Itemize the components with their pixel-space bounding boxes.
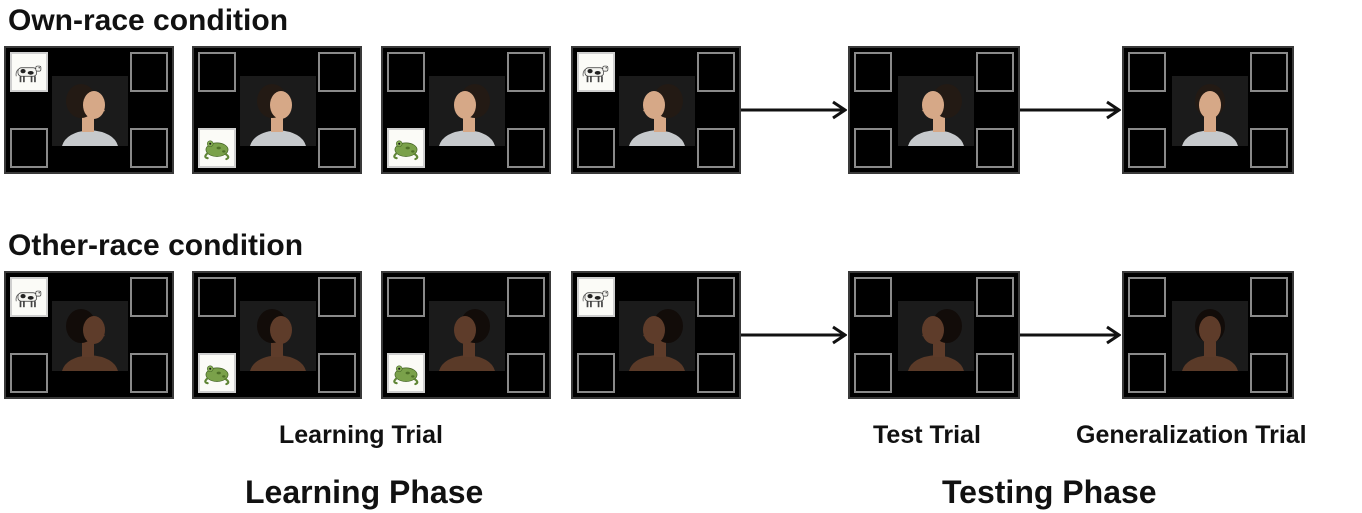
empty-slot <box>10 353 48 393</box>
cow-icon <box>577 277 615 317</box>
empty-slot <box>697 353 735 393</box>
empty-slot <box>10 128 48 168</box>
face-image <box>52 301 128 371</box>
trial-frame <box>571 46 741 174</box>
empty-slot <box>318 52 356 92</box>
empty-slot <box>976 277 1014 317</box>
trial-frame <box>381 271 551 399</box>
testing-phase-label: Testing Phase <box>942 474 1157 510</box>
other-race-condition-title: Other-race condition <box>8 229 304 262</box>
empty-slot <box>130 277 168 317</box>
face-image <box>429 301 505 371</box>
trial-frame <box>848 271 1020 399</box>
own-race-condition-title: Own-race condition <box>8 4 289 37</box>
empty-slot <box>1128 277 1166 317</box>
empty-slot <box>507 52 545 92</box>
empty-slot <box>198 277 236 317</box>
empty-slot <box>198 52 236 92</box>
empty-slot <box>976 353 1014 393</box>
generalization-trial-label: Generalization Trial <box>1076 421 1307 449</box>
empty-slot <box>507 277 545 317</box>
face-image <box>619 301 695 371</box>
frog-icon <box>198 128 236 168</box>
empty-slot <box>854 128 892 168</box>
empty-slot <box>1250 52 1288 92</box>
empty-slot <box>577 128 615 168</box>
empty-slot <box>1250 128 1288 168</box>
face-image <box>619 76 695 146</box>
face-image <box>429 76 505 146</box>
face-image <box>52 76 128 146</box>
face-image <box>1172 76 1248 146</box>
cow-icon <box>10 277 48 317</box>
arrow-right-icon <box>1020 100 1121 120</box>
arrow-right-icon <box>741 325 847 345</box>
empty-slot <box>697 128 735 168</box>
empty-slot <box>1128 52 1166 92</box>
empty-slot <box>507 353 545 393</box>
empty-slot <box>130 128 168 168</box>
trial-frame <box>4 271 174 399</box>
empty-slot <box>976 52 1014 92</box>
face-image <box>240 76 316 146</box>
arrow-right-icon <box>1020 325 1121 345</box>
empty-slot <box>1128 128 1166 168</box>
empty-slot <box>1250 277 1288 317</box>
arrow-right-icon <box>741 100 847 120</box>
empty-slot <box>854 52 892 92</box>
empty-slot <box>507 128 545 168</box>
empty-slot <box>318 353 356 393</box>
trial-frame <box>1122 46 1294 174</box>
learning-phase-label: Learning Phase <box>245 474 484 510</box>
empty-slot <box>976 128 1014 168</box>
cow-icon <box>577 52 615 92</box>
empty-slot <box>854 353 892 393</box>
cow-icon <box>10 52 48 92</box>
empty-slot <box>577 353 615 393</box>
empty-slot <box>697 52 735 92</box>
trial-frame <box>192 271 362 399</box>
empty-slot <box>854 277 892 317</box>
frog-icon <box>387 128 425 168</box>
trial-frame <box>571 271 741 399</box>
learning-trial-label: Learning Trial <box>279 421 443 449</box>
empty-slot <box>387 52 425 92</box>
empty-slot <box>1250 353 1288 393</box>
trial-frame <box>192 46 362 174</box>
frog-icon <box>198 353 236 393</box>
face-image <box>1172 301 1248 371</box>
empty-slot <box>130 52 168 92</box>
trial-frame <box>4 46 174 174</box>
trial-frame <box>1122 271 1294 399</box>
empty-slot <box>387 277 425 317</box>
empty-slot <box>697 277 735 317</box>
face-image <box>898 76 974 146</box>
frog-icon <box>387 353 425 393</box>
empty-slot <box>130 353 168 393</box>
test-trial-label: Test Trial <box>873 421 981 449</box>
empty-slot <box>318 277 356 317</box>
empty-slot <box>318 128 356 168</box>
face-image <box>240 301 316 371</box>
face-image <box>898 301 974 371</box>
empty-slot <box>1128 353 1166 393</box>
trial-frame <box>381 46 551 174</box>
trial-frame <box>848 46 1020 174</box>
